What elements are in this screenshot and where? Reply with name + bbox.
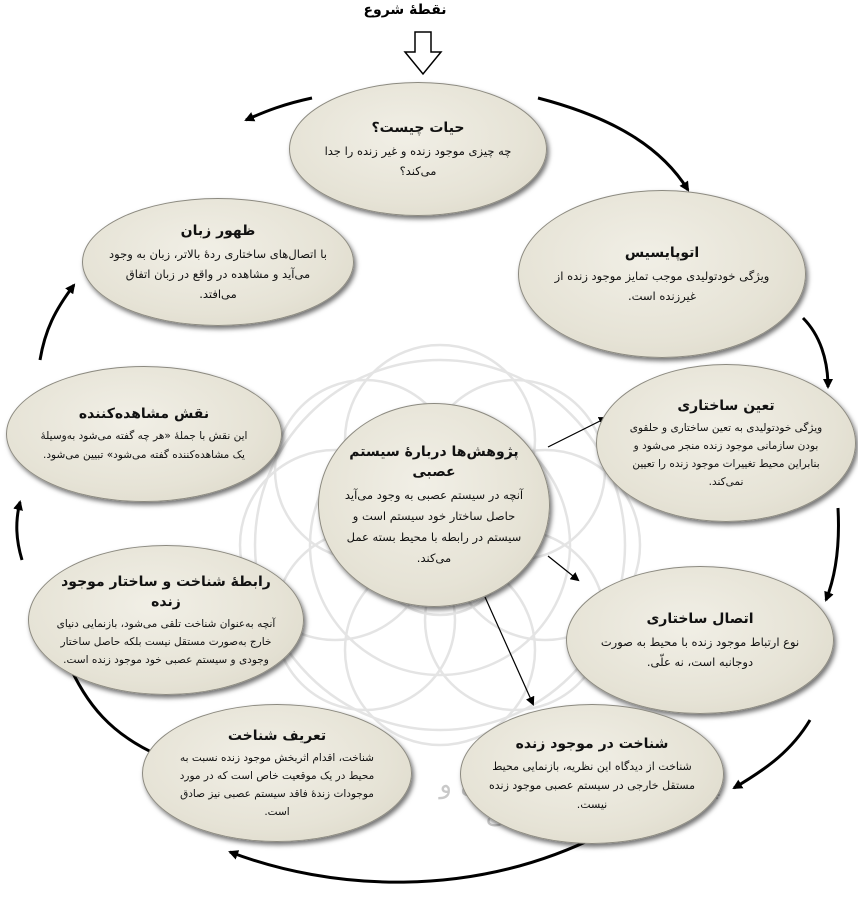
node-cognition-living-body: شناخت از دیدگاه این نظریه، بازنمایی محیط… [489, 760, 695, 811]
cycle-arrow-6 [228, 833, 601, 884]
center-arrow-to-structural-coupling [547, 555, 580, 582]
center-arrow-to-cognition-living [484, 596, 535, 706]
node-language: ظهور زبان با اتصال‌های ساختاری ردهٔ بالا… [82, 198, 354, 326]
node-structural-determinism-body: ویژگی خودتولیدی به تعین ساختاری و حلقوی … [629, 421, 823, 488]
center-arrows [484, 417, 608, 706]
node-structural-determinism-title: تعین ساختاری [677, 397, 775, 414]
node-structural-coupling-title: اتصال ساختاری [646, 610, 754, 627]
cycle-arrow-9 [38, 283, 76, 361]
node-cognition-definition-body: شناخت، اقدام اثربخش موجود زنده نسبت به م… [179, 751, 375, 818]
node-autopoiesis-body: ویژگی خودتولیدی موجب تمایز موجود زنده از… [554, 268, 770, 303]
node-cognition-structure: رابطهٔ شناخت و ساختار موجود زنده آنچه به… [28, 545, 304, 695]
start-point-label: نقطهٔ شروع [363, 2, 447, 18]
cycle-arrow-2 [537, 96, 690, 192]
node-life-body: چه چیزی موجود زنده و غیر زنده را جدا می‌… [324, 143, 512, 178]
cycle-arrow-4 [824, 507, 840, 602]
node-cognition-living-title: شناخت در موجود زنده [515, 736, 669, 752]
node-cognition-definition: تعریف شناخت شناخت، اقدام اثربخش موجود زن… [142, 704, 412, 842]
node-structural-determinism: تعین ساختاری ویژگی خودتولیدی به تعین ساخ… [596, 364, 856, 522]
node-autopoiesis: اتوپایسیس ویژگی خودتولیدی موجب تمایز موج… [518, 190, 806, 358]
cycle-arrow-3 [801, 316, 833, 389]
node-observer-role-body: این نقش با جملهٔ «هر چه گفته می‌شود به‌و… [40, 429, 248, 461]
cycle-arrow-8 [13, 500, 24, 561]
node-life-title: حیات چیست؟ [371, 119, 465, 136]
node-cognition-definition-title: تعریف شناخت [227, 727, 327, 744]
node-structural-coupling-body: نوع ارتباط موجود زنده با محیط به صورت دو… [600, 634, 800, 669]
cycle-arrow-5 [732, 719, 812, 790]
node-language-body: با اتصال‌های ساختاری ردهٔ بالاتر، زبان ب… [109, 246, 327, 301]
node-structural-coupling: اتصال ساختاری نوع ارتباط موجود زنده با م… [566, 566, 834, 714]
node-nervous-system-title: پژوهش‌ها دربارهٔ سیستم عصبی [349, 443, 519, 480]
node-cognition-living: شناخت در موجود زنده شناخت از دیدگاه این … [460, 704, 724, 844]
node-autopoiesis-title: اتوپایسیس [624, 244, 700, 261]
center-arrow-to-structural-determinism [547, 417, 608, 448]
node-life: حیات چیست؟ چه چیزی موجود زنده و غیر زنده… [289, 82, 547, 216]
node-observer-role-title: نقش مشاهده‌کننده [78, 405, 210, 422]
node-nervous-system: پژوهش‌ها دربارهٔ سیستم عصبی آنچه در سیست… [318, 403, 550, 607]
node-nervous-system-body: آنچه در سیستم عصبی به وجود می‌آید حاصل س… [344, 487, 524, 565]
node-cognition-structure-body: آنچه به‌عنوان شناخت تلقی می‌شود، بازنمای… [56, 617, 276, 666]
start-arrow [403, 31, 443, 76]
node-cognition-structure-title: رابطهٔ شناخت و ساختار موجود زنده [61, 573, 271, 610]
cycle-arrow-1 [244, 96, 313, 122]
node-language-title: ظهور زبان [180, 222, 256, 239]
node-observer-role: نقش مشاهده‌کننده این نقش با جملهٔ «هر چه… [6, 366, 282, 502]
